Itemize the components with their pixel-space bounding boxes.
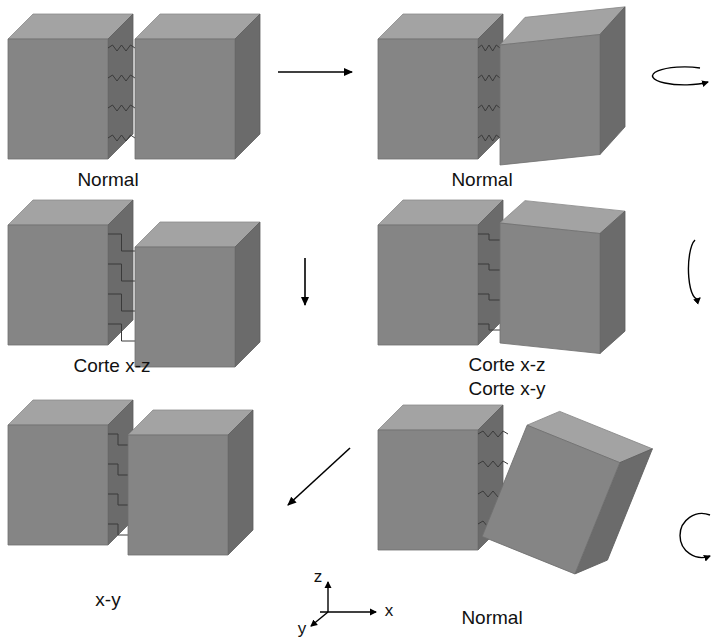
spring — [478, 294, 500, 300]
spring — [108, 75, 135, 81]
spring — [478, 75, 500, 81]
panel-caption: Normal — [451, 170, 512, 191]
shear-spring-set — [478, 234, 500, 330]
spring — [108, 524, 128, 535]
spring — [108, 45, 135, 51]
cube — [8, 400, 133, 545]
cube — [378, 200, 503, 345]
panel-caption: Corte x-z — [73, 356, 150, 377]
axis-label: z — [314, 568, 323, 587]
cube — [135, 222, 260, 367]
spring — [108, 264, 135, 281]
spring-set — [478, 45, 500, 141]
motion-arrow — [288, 448, 350, 505]
rotation-symbol — [680, 514, 710, 558]
spring — [478, 461, 508, 467]
spring — [478, 234, 500, 240]
motion-arrow — [278, 71, 352, 73]
panel-caption: x-y — [95, 590, 120, 611]
spring — [108, 434, 128, 445]
cube — [8, 200, 133, 345]
spring — [478, 324, 500, 330]
spring — [108, 135, 135, 141]
spring — [478, 45, 500, 51]
axis-line — [327, 582, 328, 612]
cube — [500, 198, 625, 356]
spring — [108, 294, 135, 311]
spring — [108, 494, 128, 505]
spring — [478, 431, 508, 437]
motion-arrow — [304, 258, 306, 305]
axis-line — [311, 612, 328, 626]
rotation-symbol — [653, 67, 708, 85]
spring — [108, 105, 135, 111]
panel-caption: Normal — [77, 170, 138, 191]
spring — [108, 324, 135, 341]
panel-caption: Corte x-y — [468, 379, 545, 400]
axis-label: y — [298, 620, 307, 639]
cube — [482, 402, 652, 583]
spring — [478, 135, 500, 141]
shear-spring-set — [108, 234, 135, 341]
cube — [135, 14, 260, 159]
cube — [128, 410, 253, 555]
axis-label: x — [385, 602, 394, 621]
panel-caption: Corte x-z — [468, 355, 545, 376]
spring-set — [108, 45, 135, 141]
shear-spring-set — [108, 434, 128, 535]
cube — [378, 14, 503, 159]
cube — [500, 7, 625, 165]
rotation-symbol — [688, 240, 700, 299]
spring — [108, 234, 135, 251]
panel-caption: Normal — [461, 608, 522, 629]
cube — [378, 405, 503, 550]
spring — [478, 264, 500, 270]
spring — [478, 105, 500, 111]
spring — [108, 464, 128, 475]
